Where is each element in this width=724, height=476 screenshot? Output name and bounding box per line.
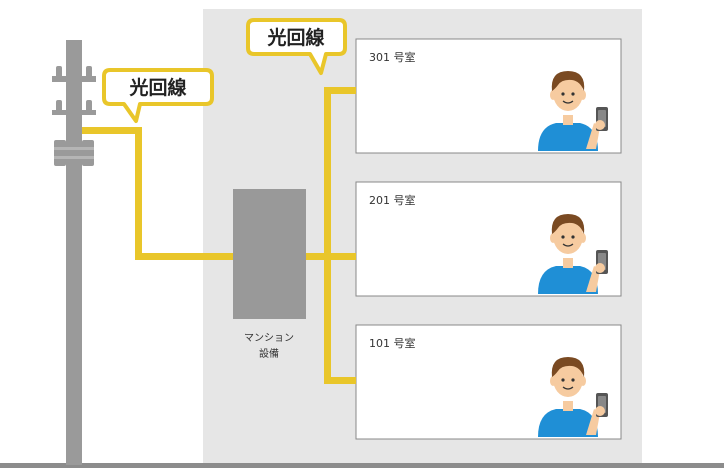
room-101-label: 101 号室 (369, 336, 416, 350)
fiber-callout-building: 光回線 (246, 18, 347, 75)
building-equipment-box (233, 189, 306, 319)
room-301-label: 301 号室 (369, 50, 416, 64)
utility-pole (52, 40, 96, 465)
fiber-optic-line (82, 87, 356, 384)
fiber-callout-pole: 光回線 (102, 68, 214, 123)
ground-line (0, 463, 724, 468)
fiber-callout-pole-text: 光回線 (128, 76, 186, 99)
equipment-label-line2: 設備 (259, 347, 279, 360)
equipment-label-line1: マンション (244, 333, 294, 344)
fiber-callout-building-text: 光回線 (266, 26, 324, 49)
room-201-label: 201 号室 (369, 193, 416, 207)
